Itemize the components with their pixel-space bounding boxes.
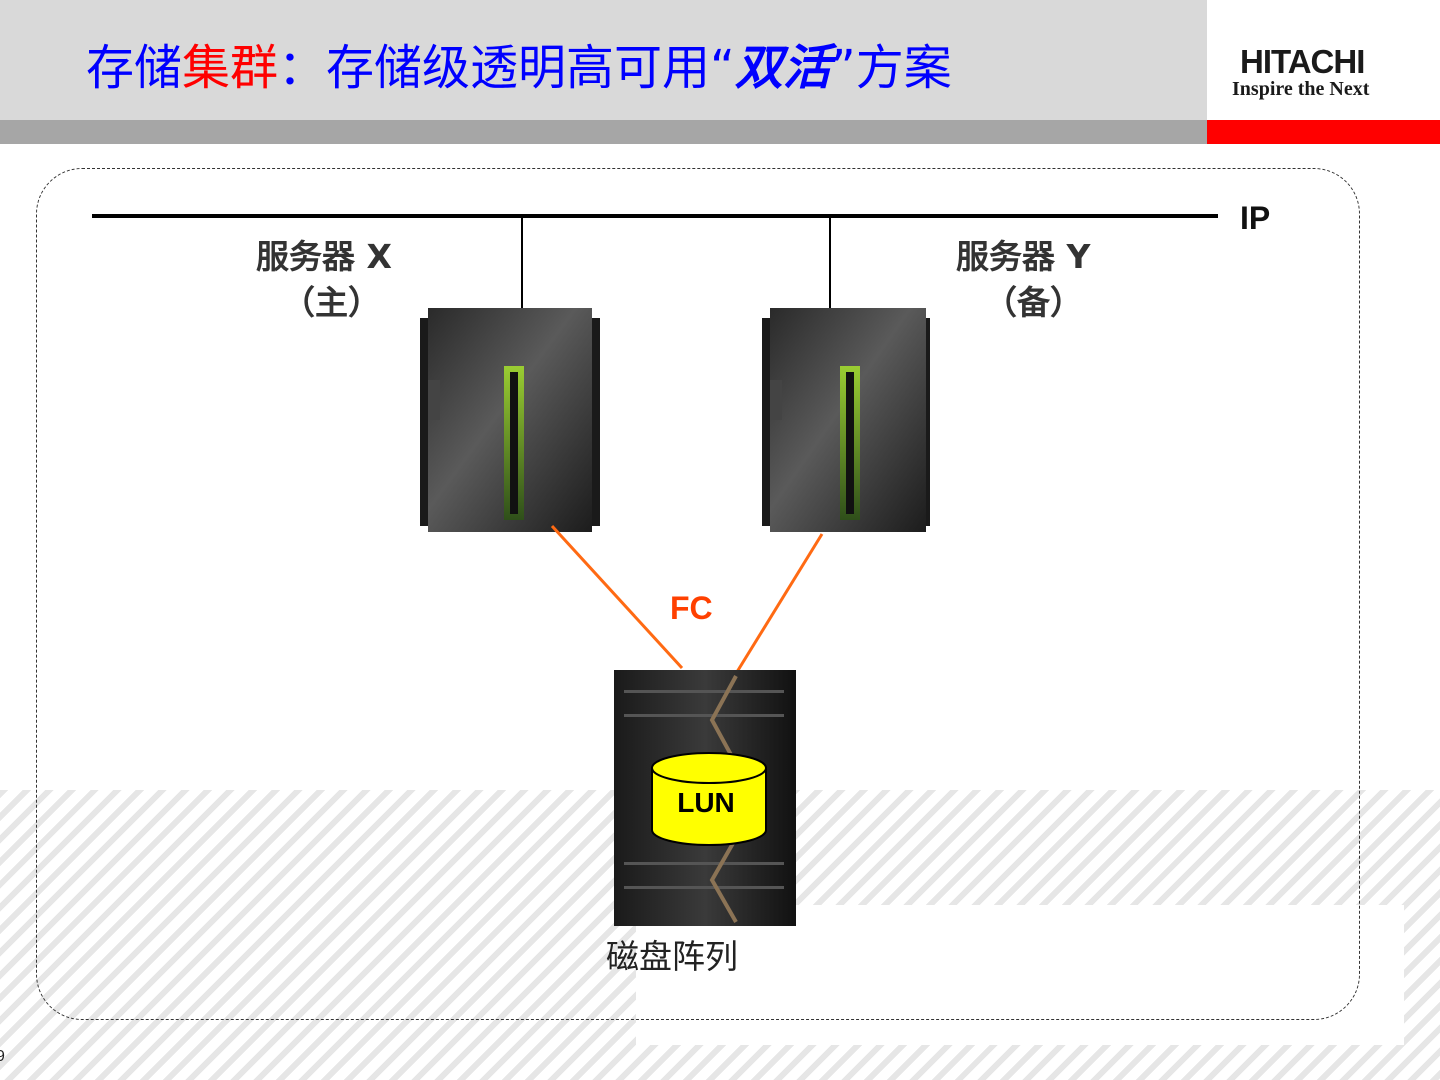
- server-y-name: 服务器 Y: [956, 230, 1090, 278]
- fc-link-server-x: [552, 526, 682, 668]
- page-number: 9: [0, 1048, 5, 1066]
- server-x-name: 服务器 X: [256, 230, 392, 278]
- ip-network-label: IP: [1240, 200, 1270, 237]
- fc-link-server-y: [732, 534, 822, 680]
- fc-link-label: FC: [670, 590, 713, 627]
- server-x-role: （主）: [282, 276, 381, 324]
- server-x-icon: [420, 308, 600, 532]
- storage-array-label: 磁盘阵列: [606, 930, 738, 978]
- server-y-icon: [762, 308, 930, 532]
- lun-label: LUN: [677, 787, 735, 818]
- server-y-role: （备）: [984, 276, 1083, 324]
